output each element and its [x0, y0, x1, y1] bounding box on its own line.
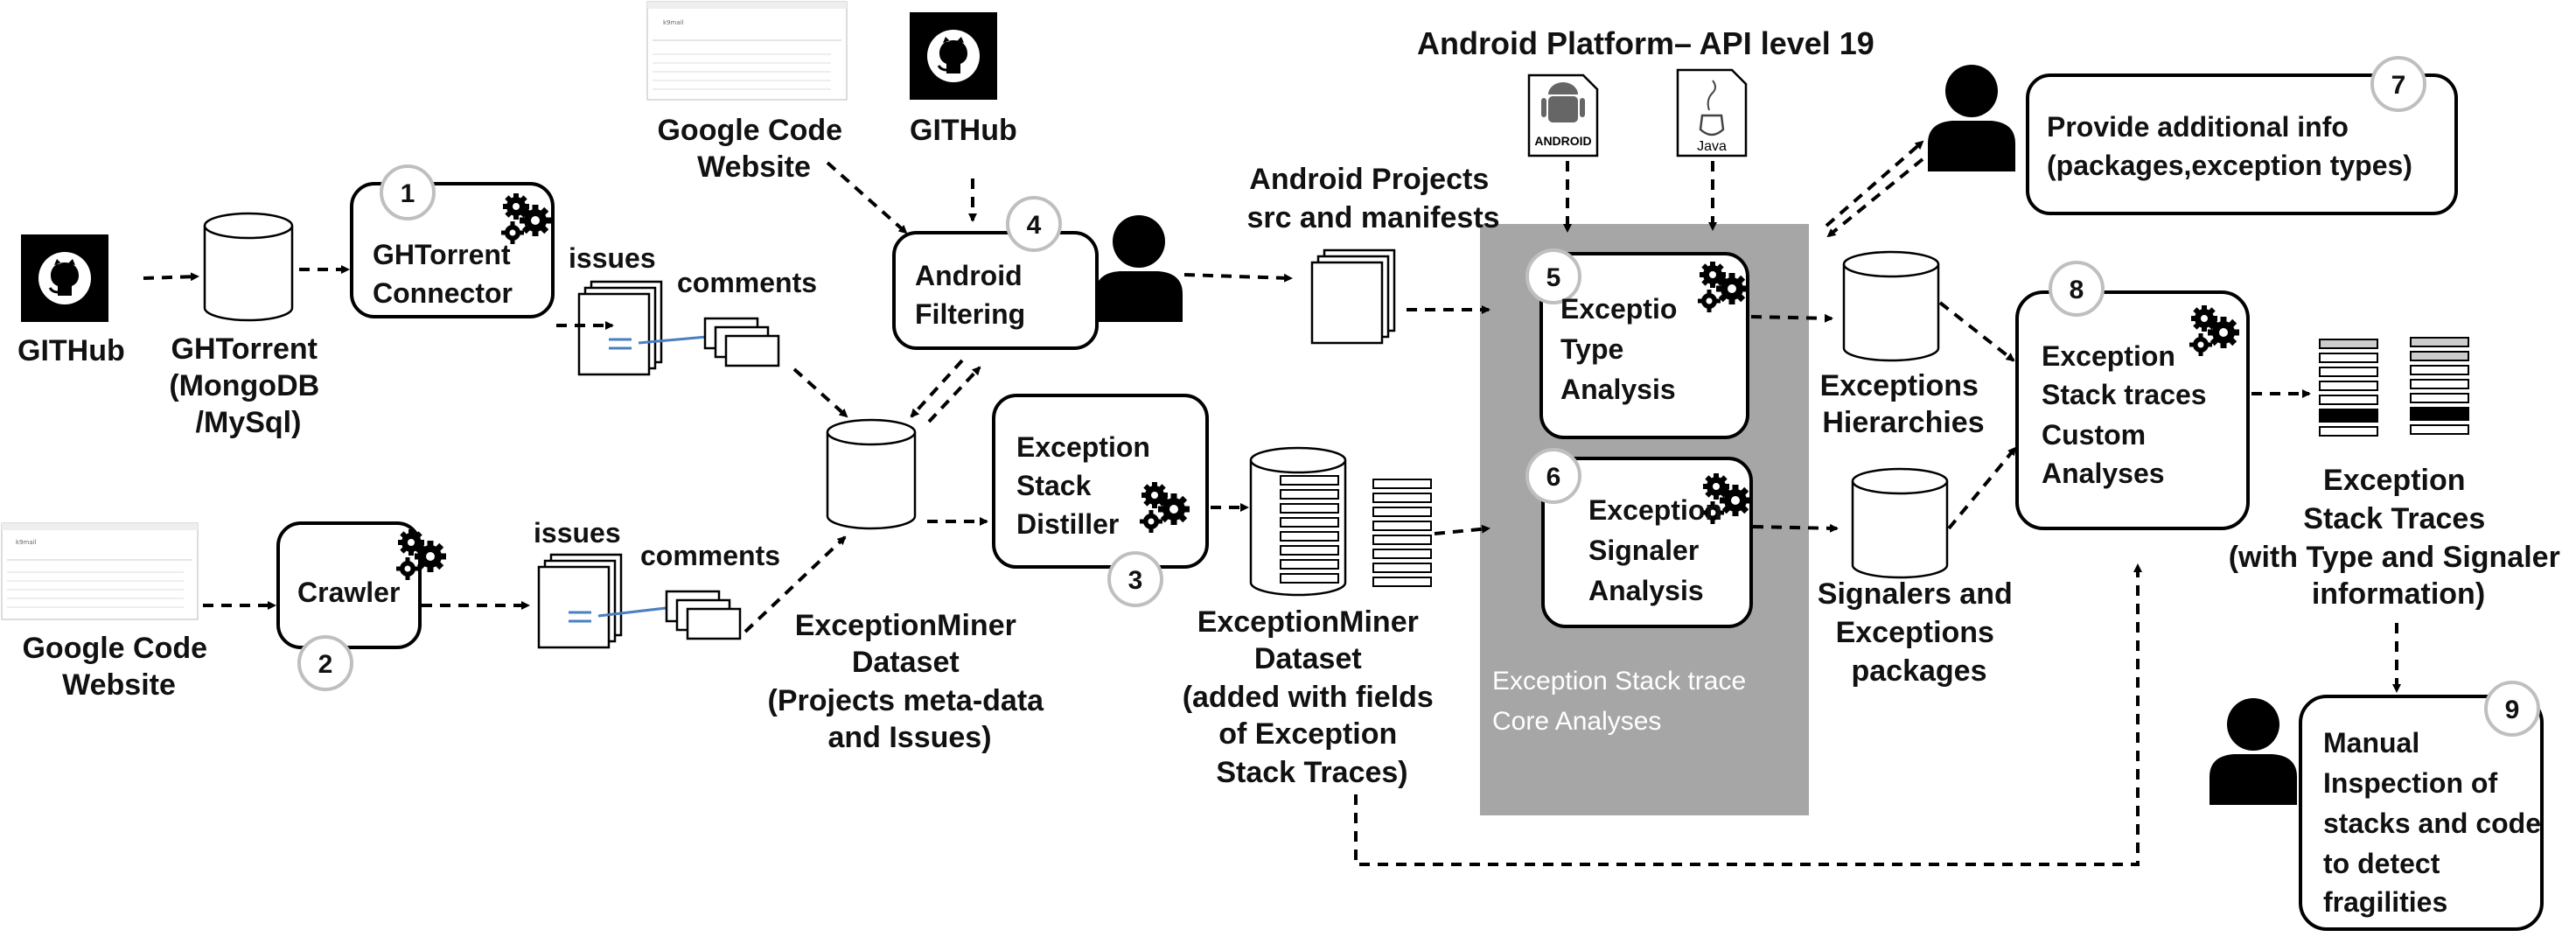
stack-traces-output-left	[2319, 339, 2378, 437]
exceptionminer-dataset2-db	[1249, 446, 1347, 597]
node-3-exception-stack-distiller: 3 Exception Stack Distiller	[992, 394, 1209, 607]
comments-label-top: comments	[677, 267, 817, 298]
node-2-crawler: 2 Crawler	[276, 521, 446, 691]
github-label-left: GITHub	[17, 334, 125, 367]
comments-label-bottom: comments	[640, 540, 780, 571]
google-code-screenshot-top: k9mail	[646, 1, 848, 101]
svg-text:Exception Stack Di: Exception Stack Distiller	[1016, 431, 1158, 540]
stack-traces-label: Exception Stack Traces (with Type and Si…	[2229, 464, 2569, 611]
stack-traces-output-right	[2410, 337, 2469, 435]
stack-traces-bars-mid	[1372, 479, 1432, 587]
comments-documents-bottom	[665, 590, 742, 640]
person-icon-info	[1928, 65, 2015, 171]
node-8-custom-analyses: 8 Exception Stack traces Custom Analyses	[2015, 261, 2250, 530]
person-icon-filtering	[1095, 215, 1183, 322]
svg-text:k9mail: k9mail	[16, 539, 37, 546]
svg-text:5: 5	[1546, 263, 1561, 292]
google-code-screenshot-bottom: k9mail	[1, 522, 199, 620]
link-line-top	[638, 335, 708, 345]
ghtorrent-db-label: GHTorrent (MongoDB /MySql)	[169, 332, 327, 439]
flow-arrows	[143, 140, 2401, 866]
svg-text:1: 1	[401, 179, 415, 208]
svg-text:Exceptio Type Anal: Exceptio Type Analysis	[1560, 293, 1685, 405]
exceptions-hierarchies-db	[1842, 250, 1940, 362]
svg-text:2: 2	[318, 650, 333, 679]
node-6-exception-signaler-analysis: 6 Exception Signaler Analysis	[1525, 448, 1753, 628]
node-5-exception-type-analysis: 5 Exceptio Type Analysis	[1525, 248, 1749, 439]
exceptionminer-dataset-label: ExceptionMiner Dataset (Projects meta-da…	[768, 609, 1052, 754]
svg-text:Crawler: Crawler	[297, 577, 400, 608]
svg-text:Java: Java	[1697, 139, 1727, 154]
comments-documents-top	[703, 317, 780, 367]
issues-label-bottom: issues	[534, 517, 621, 549]
node-4-android-filtering: 4 Android Filtering	[892, 196, 1099, 350]
svg-text:9: 9	[2505, 696, 2520, 724]
node-9-manual-inspection: 9 Manual Inspection of stacks and code t…	[2299, 681, 2549, 931]
github-label-top: GITHub	[910, 114, 1017, 147]
svg-text:ANDROID: ANDROID	[1534, 134, 1591, 148]
svg-text:8: 8	[2070, 276, 2084, 304]
google-code-label-bottom: Google Code Website	[22, 632, 215, 702]
issues-documents-top	[577, 280, 663, 376]
svg-text:3: 3	[1128, 566, 1143, 595]
android-projects-documents	[1310, 248, 1396, 345]
signalers-db	[1851, 467, 1949, 579]
android-platform-label: Android Platform– API level 19	[1417, 25, 1874, 61]
person-icon-inspection	[2209, 698, 2297, 805]
svg-text:Manual Inspection of: Manual Inspection of stacks and code to …	[2323, 727, 2549, 918]
signalers-label: Signalers and Exceptions packages	[1818, 577, 2021, 688]
node-7-provide-additional-info: 7 Provide additional info (packages,exce…	[2026, 56, 2458, 215]
github-logo-left	[19, 233, 110, 324]
issues-documents-bottom	[537, 553, 623, 649]
svg-text:Exception Signaler: Exception Signaler Analysis	[1588, 494, 1730, 606]
svg-text:Android Filtering: Android Filtering	[915, 260, 1030, 330]
svg-text:6: 6	[1546, 463, 1561, 492]
exceptions-hierarchies-label: Exceptions Hierarchies	[1820, 369, 1987, 439]
node-1-ghtorrent-connector: 1 GHTorrent Connector	[350, 164, 555, 318]
java-file-icon: Java	[1676, 68, 1748, 157]
google-code-label-top: Google Code Website	[657, 114, 850, 184]
svg-text:GHTorrent Connector: GHTorrent Connector	[373, 239, 519, 309]
svg-text:Provide additional info: Provide additional info (packages,except…	[2047, 111, 2412, 181]
android-projects-label: Android Projects src and manifests	[1246, 163, 1499, 234]
svg-text:4: 4	[1027, 211, 1042, 240]
svg-text:7: 7	[2391, 71, 2406, 100]
ghtorrent-database-icon	[203, 212, 294, 322]
svg-text:Exception Stack traces: Exception Stack traces Custom Analyses	[2042, 340, 2214, 489]
svg-text:k9mail: k9mail	[663, 19, 684, 26]
github-logo-top	[908, 10, 999, 101]
exceptionminer-dataset-db	[826, 418, 917, 530]
core-analyses-label: Exception Stack trace Core Analyses	[1492, 667, 1754, 736]
link-line-bottom	[597, 605, 674, 618]
issues-label-top: issues	[569, 242, 656, 274]
android-file-icon: ANDROID	[1527, 73, 1599, 157]
exceptionminer-dataset2-label: ExceptionMiner Dataset (added with field…	[1183, 605, 1442, 789]
